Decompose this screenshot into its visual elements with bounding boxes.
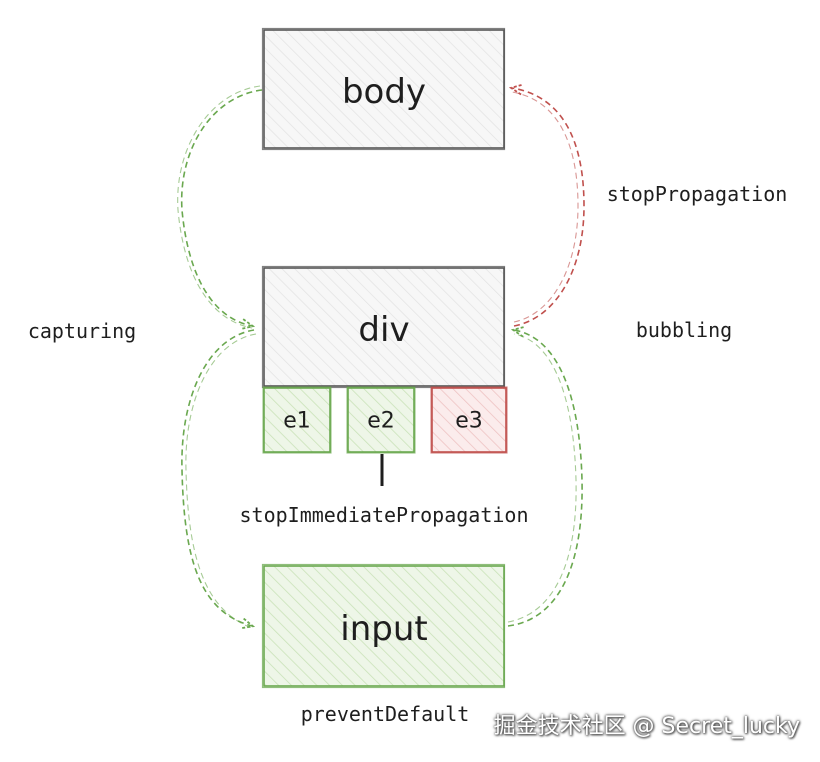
prevent-default-label: preventDefault <box>300 702 470 726</box>
input-node <box>261 563 506 689</box>
e1-node <box>262 386 332 454</box>
e2-node <box>346 386 416 454</box>
stop-propagation-label: stopPropagation <box>606 182 788 206</box>
capturing-label: capturing <box>27 319 137 343</box>
bubbling-label: bubbling <box>635 318 733 342</box>
body-node <box>261 27 506 151</box>
e3-node <box>430 386 508 454</box>
capture-arrow-body-to-div <box>177 85 262 328</box>
stop-propagation-arrow-div-to-body <box>512 88 585 327</box>
e2-label: e2 <box>367 408 395 434</box>
e3-label: e3 <box>455 408 483 434</box>
bubble-arrow-input-to-div <box>508 330 583 627</box>
stop-immediate-propagation-label: stopImmediatePropagation <box>239 503 529 527</box>
e1-label: e1 <box>283 408 311 434</box>
capture-arrow-div-to-input <box>181 329 256 628</box>
div-label: div <box>358 310 410 350</box>
input-label: input <box>340 609 428 649</box>
watermark: 掘金技术社区 @ Secret_lucky <box>493 714 800 739</box>
body-label: body <box>341 72 427 112</box>
